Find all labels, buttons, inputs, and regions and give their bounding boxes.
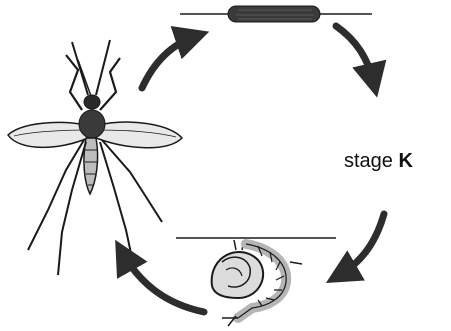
arrow-pupa-to-adult <box>122 252 204 312</box>
stage-k-label: stage K <box>344 150 413 173</box>
arrow-eggs-to-larva <box>336 26 374 84</box>
stage-label-prefix: stage <box>344 150 393 172</box>
egg-raft-icon <box>180 6 372 22</box>
arrow-adult-to-eggs <box>142 36 196 88</box>
arrow-stage-k-to-pupa <box>338 214 384 276</box>
adult-mosquito-icon <box>8 40 182 275</box>
stage-label-letter: K <box>399 150 413 172</box>
